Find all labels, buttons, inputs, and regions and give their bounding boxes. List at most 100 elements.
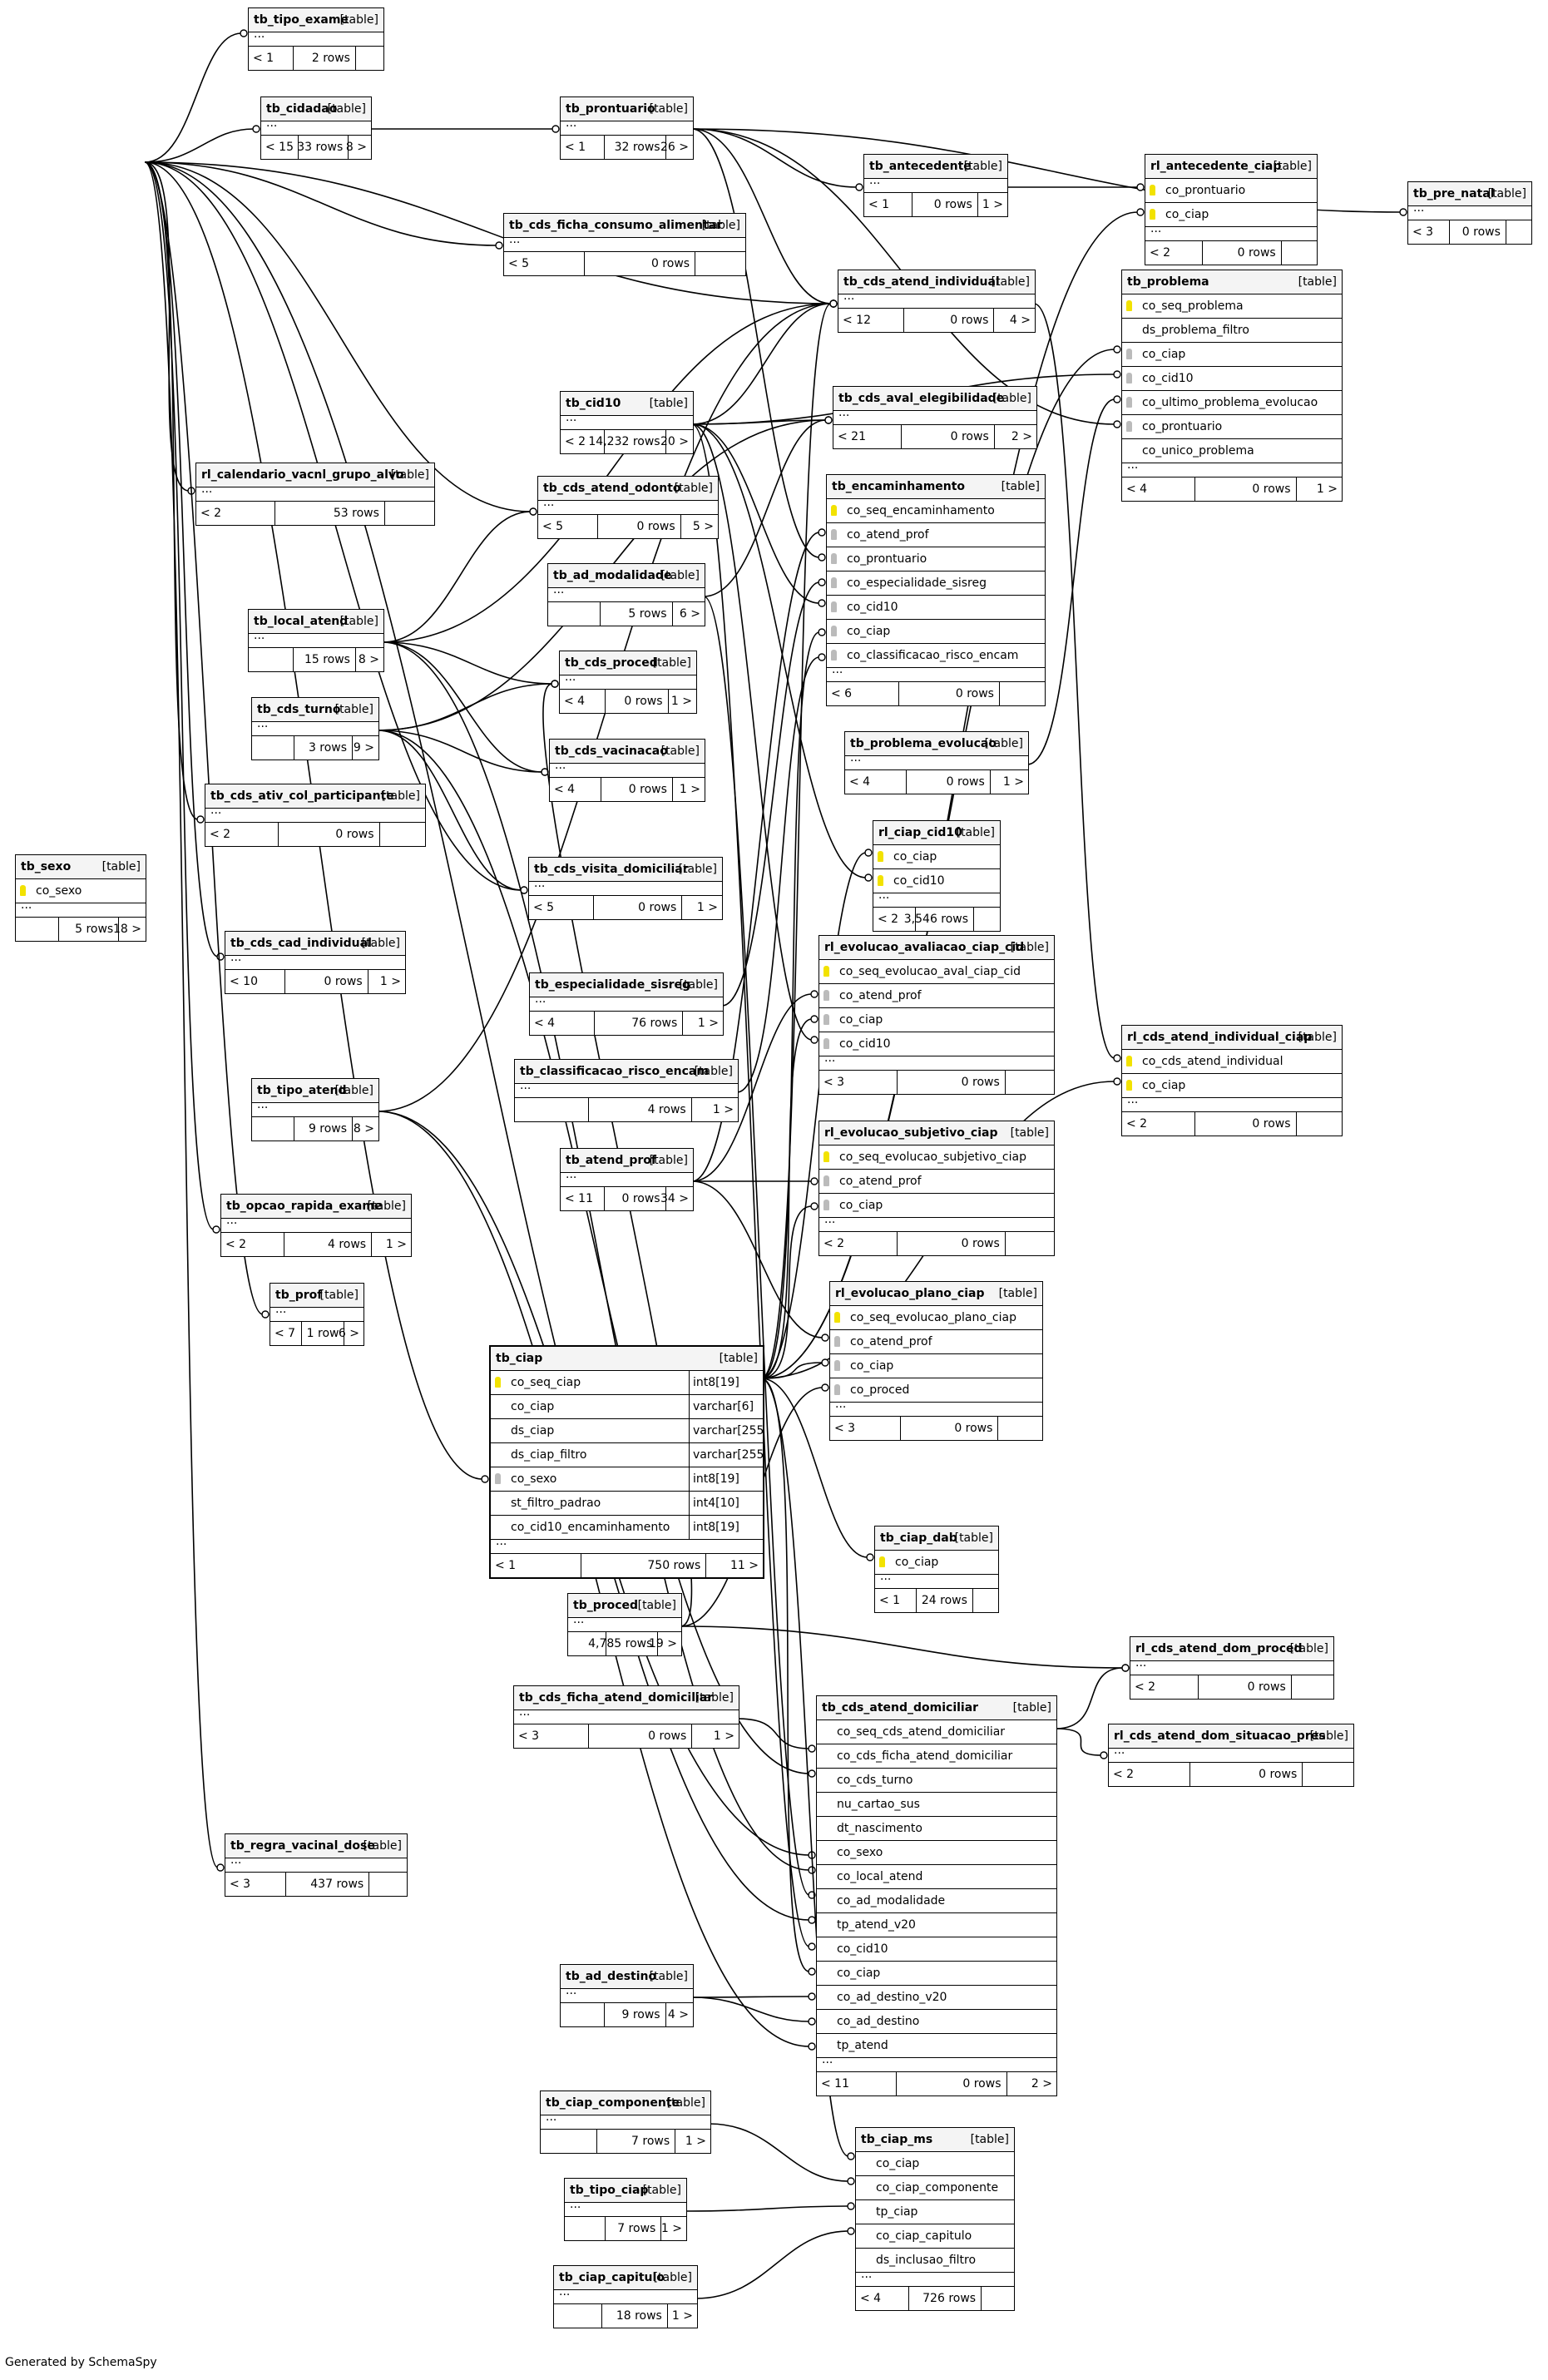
table-tb-cds-ficha-atend-domiciliar[interactable]: tb_cds_ficha_atend_domiciliar[table]...<… xyxy=(513,1685,739,1749)
parent-count: < 1 xyxy=(868,198,890,211)
column-name: co_cid10 xyxy=(893,874,945,888)
table-header: tb_ad_modalidade[table] xyxy=(548,564,705,588)
foreign-key-icon xyxy=(823,1200,829,1210)
table-rl-evolucao-avaliacao-ciap-cid[interactable]: rl_evolucao_avaliacao_ciap_cid[table]co_… xyxy=(819,935,1055,1095)
child-count: 1 > xyxy=(989,770,1028,794)
table-type-tag: [table] xyxy=(1012,1701,1051,1714)
table-tb-cds-ficha-consumo-alimentar[interactable]: tb_cds_ficha_consumo_alimentar[table]...… xyxy=(503,213,746,276)
crowfoot-marker xyxy=(810,1015,819,1023)
crowfoot-marker xyxy=(1113,1054,1121,1062)
row-count: 24 rows xyxy=(915,1589,972,1612)
more-columns-ellipsis: ... xyxy=(1114,1749,1125,1757)
table-type-tag: [table] xyxy=(367,1200,406,1213)
table-name: tb_tipo_atend xyxy=(257,1084,347,1097)
row-count: 33 rows xyxy=(297,136,349,159)
table-name: tb_opcao_rapida_exame xyxy=(226,1200,383,1213)
row-count: 3 rows xyxy=(294,736,352,760)
table-rl-evolucao-subjetivo-ciap[interactable]: rl_evolucao_subjetivo_ciap[table]co_seq_… xyxy=(819,1121,1055,1256)
column-row: co_local_atend xyxy=(817,1865,1056,1889)
crowfoot-marker xyxy=(821,1358,829,1367)
more-columns-ellipsis: ... xyxy=(822,2058,833,2066)
row-count: 0 rows xyxy=(601,778,672,801)
row-count: 0 rows xyxy=(905,770,990,794)
relationship-line xyxy=(691,423,867,878)
more-columns-ellipsis: ... xyxy=(257,722,269,730)
table-type-tag: [table] xyxy=(327,102,366,116)
child-count: 1 > xyxy=(690,1098,738,1121)
column-name: ds_inclusao_filtro xyxy=(876,2254,977,2267)
row-count: 14,232 rows xyxy=(588,430,665,453)
row-count: 0 rows xyxy=(592,896,682,919)
more-columns-ellipsis: ... xyxy=(230,1858,242,1867)
relationship-line xyxy=(377,730,543,773)
table-type-tag: [table] xyxy=(695,1691,734,1705)
crowfoot-marker xyxy=(821,1383,829,1392)
crowfoot-marker xyxy=(866,1553,874,1561)
table-rl-cds-atend-dom-situacao-pres[interactable]: rl_cds_atend_dom_situacao_pres[table]...… xyxy=(1108,1724,1354,1787)
parent-count: < 6 xyxy=(831,687,853,700)
more-columns-ellipsis: ... xyxy=(565,675,576,684)
parent-count: < 3 xyxy=(230,1878,251,1891)
relationship-line xyxy=(382,303,832,643)
relationship-line xyxy=(760,303,832,1379)
child-count: 1 > xyxy=(660,2217,686,2240)
table-header: tb_ciap[table] xyxy=(491,1347,763,1371)
column-name: co_seq_evolucao_plano_ciap xyxy=(850,1311,1016,1324)
table-tb-cds-atend-domiciliar[interactable]: tb_cds_atend_domiciliar[table]co_seq_cds… xyxy=(816,1695,1057,2096)
child-count: 1 > xyxy=(667,690,696,713)
table-header: tb_tipo_ciap[table] xyxy=(565,2179,686,2203)
table-rl-calendario-vacnl-grupo-alvo[interactable]: rl_calendario_vacnl_grupo_alvo[table]...… xyxy=(195,463,435,526)
relationship-line xyxy=(1026,398,1115,765)
more-columns-ellipsis: ... xyxy=(869,179,881,187)
table-tb-classificacao-risco-encam[interactable]: tb_classificacao_risco_encam[table]...4 … xyxy=(514,1059,739,1122)
table-tb-cds-ativ-col-participante[interactable]: tb_cds_ativ_col_participante[table]...< … xyxy=(205,784,426,847)
more-columns-ellipsis: ... xyxy=(21,903,32,912)
column-name: co_ciap xyxy=(511,1400,555,1413)
column-name: co_cid10 xyxy=(839,1037,891,1051)
crowfoot-marker xyxy=(1136,208,1145,216)
table-tb-encaminhamento[interactable]: tb_encaminhamento[table]co_seq_encaminha… xyxy=(826,474,1046,706)
table-rl-cds-atend-individual-ciap[interactable]: rl_cds_atend_individual_ciap[table]co_cd… xyxy=(1121,1025,1343,1136)
table-header: tb_encaminhamento[table] xyxy=(827,475,1045,499)
table-rl-evolucao-plano-ciap[interactable]: rl_evolucao_plano_ciap[table]co_seq_evol… xyxy=(829,1281,1043,1441)
more-columns-ellipsis: ... xyxy=(566,1173,577,1181)
